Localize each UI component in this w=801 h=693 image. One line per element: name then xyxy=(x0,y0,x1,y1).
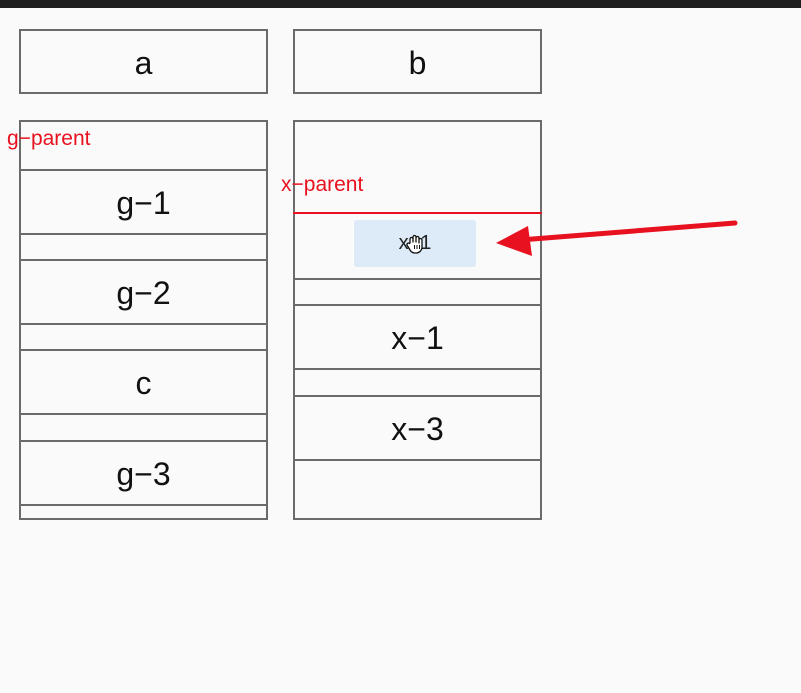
right-list-item[interactable]: x−1 xyxy=(295,306,540,368)
left-list-item-label: g−2 xyxy=(116,275,171,311)
right-list-divider xyxy=(295,459,540,461)
left-parent-label: g−parent xyxy=(7,127,91,150)
right-list-item[interactable]: x−3 xyxy=(295,397,540,459)
left-list-item[interactable]: g−1 xyxy=(21,171,266,233)
left-list-divider xyxy=(21,440,266,442)
column-header-b-label: b xyxy=(408,45,427,81)
left-list-divider xyxy=(21,349,266,351)
right-list-container: x−1 x−3 xyxy=(293,120,542,520)
right-list-divider xyxy=(295,368,540,370)
dragged-item[interactable]: x−1 xyxy=(354,220,476,267)
right-list-divider xyxy=(295,304,540,306)
column-header-a[interactable]: a xyxy=(19,29,268,94)
left-list-item-label: c xyxy=(135,365,152,401)
left-list-divider xyxy=(21,169,266,171)
left-list-divider xyxy=(21,413,266,415)
grab-hand-icon xyxy=(406,234,423,254)
left-list-item[interactable]: c xyxy=(21,351,266,413)
left-list-divider xyxy=(21,323,266,325)
window-top-bar xyxy=(0,0,801,8)
left-list-divider xyxy=(21,504,266,506)
arrow-annotation-icon xyxy=(496,220,738,256)
left-list-container: g−1 g−2 c g−3 xyxy=(19,120,268,520)
column-header-b[interactable]: b xyxy=(293,29,542,94)
column-header-a-label: a xyxy=(134,45,153,81)
right-list-item-label: x−3 xyxy=(391,411,444,447)
right-list-item-label: x−1 xyxy=(391,320,444,356)
left-list-item-label: g−3 xyxy=(116,456,171,492)
left-list-item[interactable]: g−2 xyxy=(21,261,266,323)
drop-indicator-line xyxy=(293,212,542,214)
left-list-item[interactable]: g−3 xyxy=(21,442,266,504)
left-list-divider xyxy=(21,259,266,261)
right-parent-label: x−parent xyxy=(281,173,364,196)
right-list-divider xyxy=(295,395,540,397)
right-list-divider xyxy=(295,278,540,280)
left-list-divider xyxy=(21,233,266,235)
left-list-item-label: g−1 xyxy=(116,185,171,221)
